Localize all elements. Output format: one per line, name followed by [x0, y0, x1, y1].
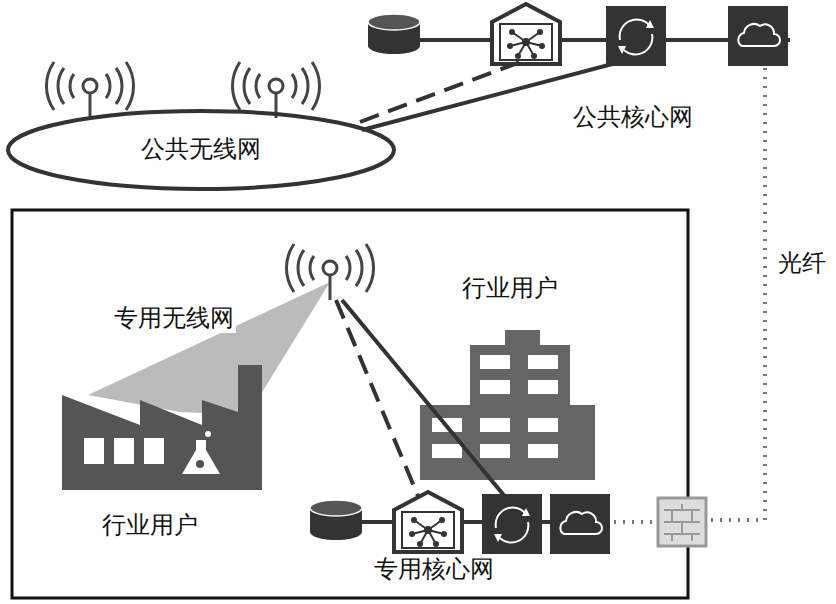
wireless-label: 专用无线网 — [112, 305, 236, 333]
core-label: 专用核心网 — [372, 556, 496, 584]
network-ellipse: 公共无线网 — [5, 108, 397, 192]
user-label: 行业用户 — [100, 512, 200, 540]
core-label: 公共核心网 — [571, 104, 695, 132]
user-label: 行业用户 — [460, 275, 560, 303]
fiber-label: 光纤 — [776, 250, 828, 278]
node-text: 公共无线网 — [141, 136, 261, 164]
